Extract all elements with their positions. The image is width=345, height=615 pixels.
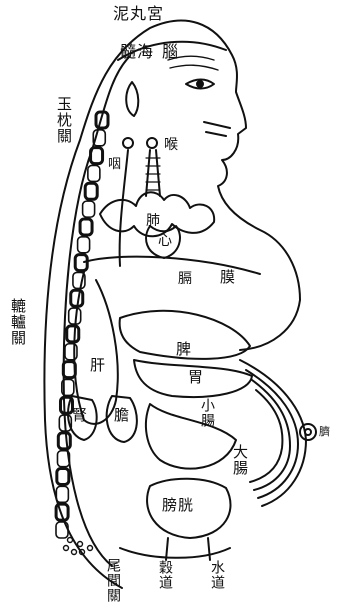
coccyx-dot	[64, 546, 69, 551]
label-pangguang: 膀胱	[162, 498, 194, 513]
spine-link	[93, 130, 105, 146]
label-weilu-guan: 尾閭關	[106, 558, 120, 603]
label-mo: 膜	[220, 270, 236, 285]
spine-link	[57, 469, 69, 485]
spine-link	[83, 201, 95, 217]
label-shui-dao: 水道	[210, 560, 224, 590]
spine-link	[58, 433, 70, 449]
label-ge: 膈	[178, 272, 193, 286]
spine-link	[80, 219, 92, 235]
spine-link	[91, 148, 103, 164]
spine-link	[73, 272, 85, 288]
label-xin: 心	[158, 234, 173, 248]
coccyx-dot	[68, 538, 73, 543]
spine-link	[96, 112, 108, 128]
label-dan: 膽	[114, 408, 130, 423]
label-suihai: 髓海	[120, 44, 154, 60]
spine-link	[62, 379, 74, 395]
label-yan: 咽	[108, 158, 122, 171]
label-dachang: 大腸	[232, 444, 247, 476]
spine-link	[88, 165, 100, 181]
label-pi: 脾	[176, 342, 192, 357]
spine-link	[65, 344, 77, 360]
spine-link	[63, 362, 75, 378]
label-yuzhen-guan: 玉枕關	[56, 96, 71, 144]
spine-link	[71, 290, 83, 306]
spine-link	[85, 183, 97, 199]
label-niwan-gong: 泥丸宮	[113, 6, 164, 22]
label-hou: 喉	[164, 138, 179, 152]
label-wei: 胃	[188, 370, 204, 385]
spine-link	[56, 504, 68, 520]
coccyx-dot	[72, 550, 77, 555]
label-fei: 肺	[146, 214, 161, 228]
label-xiaochang: 小腸	[200, 398, 214, 428]
label-gu-dao: 穀道	[158, 560, 172, 590]
spine-link	[59, 415, 71, 431]
coccyx-dot	[78, 542, 83, 547]
label-qi: 臍	[319, 426, 331, 437]
spine-link	[56, 486, 68, 502]
coccyx-dot	[80, 550, 85, 555]
label-nao: 腦	[162, 44, 179, 60]
coccyx-dot	[88, 546, 93, 551]
label-gan: 肝	[90, 358, 106, 373]
spine-link	[57, 451, 69, 467]
label-shen: 腎	[72, 408, 88, 423]
spine-link	[75, 255, 87, 271]
label-lulu-guan: 轆轤關	[10, 298, 25, 346]
spine-link	[67, 326, 79, 342]
spine-link	[78, 237, 90, 253]
spine-link	[69, 308, 81, 324]
spine-link	[60, 397, 72, 413]
spine-link	[56, 522, 68, 538]
